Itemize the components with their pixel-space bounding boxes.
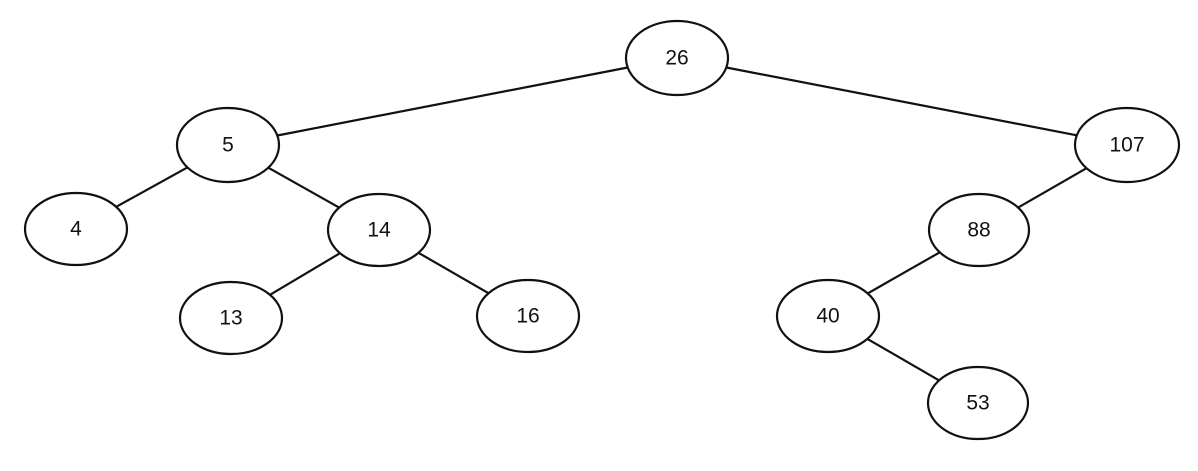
tree-node-14: 14 [326, 192, 432, 268]
tree-node-53: 53 [926, 365, 1030, 441]
node-label: 107 [1109, 134, 1144, 157]
node-label: 13 [219, 307, 242, 330]
node-ellipse [326, 192, 432, 268]
node-ellipse [927, 192, 1031, 268]
edge-14-16 [417, 251, 490, 295]
tree-node-88: 88 [927, 192, 1031, 268]
tree-node-5: 5 [175, 106, 281, 184]
node-ellipse [475, 278, 581, 354]
node-ellipse [775, 278, 881, 354]
node-label: 5 [222, 134, 234, 157]
node-label: 53 [966, 392, 989, 415]
node-ellipse [1073, 106, 1181, 184]
edge-14-13 [269, 252, 341, 296]
node-ellipse [926, 365, 1030, 441]
edge-5-4 [115, 166, 188, 208]
node-label: 26 [665, 47, 688, 70]
edge-107-88 [1017, 167, 1088, 209]
edge-5-14 [267, 166, 340, 209]
node-label: 40 [816, 305, 839, 328]
tree-node-26: 26 [624, 19, 730, 97]
nodes-layer: 26 5 107 4 14 13 16 88 40 53 [23, 19, 1181, 441]
node-label: 16 [516, 305, 539, 328]
node-ellipse [23, 191, 129, 267]
node-ellipse [624, 19, 730, 97]
node-label: 4 [70, 218, 82, 241]
edge-40-53 [866, 337, 940, 382]
node-label: 88 [967, 219, 990, 242]
node-label: 14 [367, 219, 391, 242]
tree-node-4: 4 [23, 191, 129, 267]
tree-node-40: 40 [775, 278, 881, 354]
node-ellipse [178, 280, 284, 356]
edge-26-5 [277, 66, 628, 137]
edges-layer [115, 66, 1088, 382]
tree-node-107: 107 [1073, 106, 1181, 184]
node-ellipse [175, 106, 281, 184]
tree-node-13: 13 [178, 280, 284, 356]
edge-88-40 [867, 251, 941, 295]
tree-node-16: 16 [475, 278, 581, 354]
edge-26-107 [726, 66, 1078, 137]
